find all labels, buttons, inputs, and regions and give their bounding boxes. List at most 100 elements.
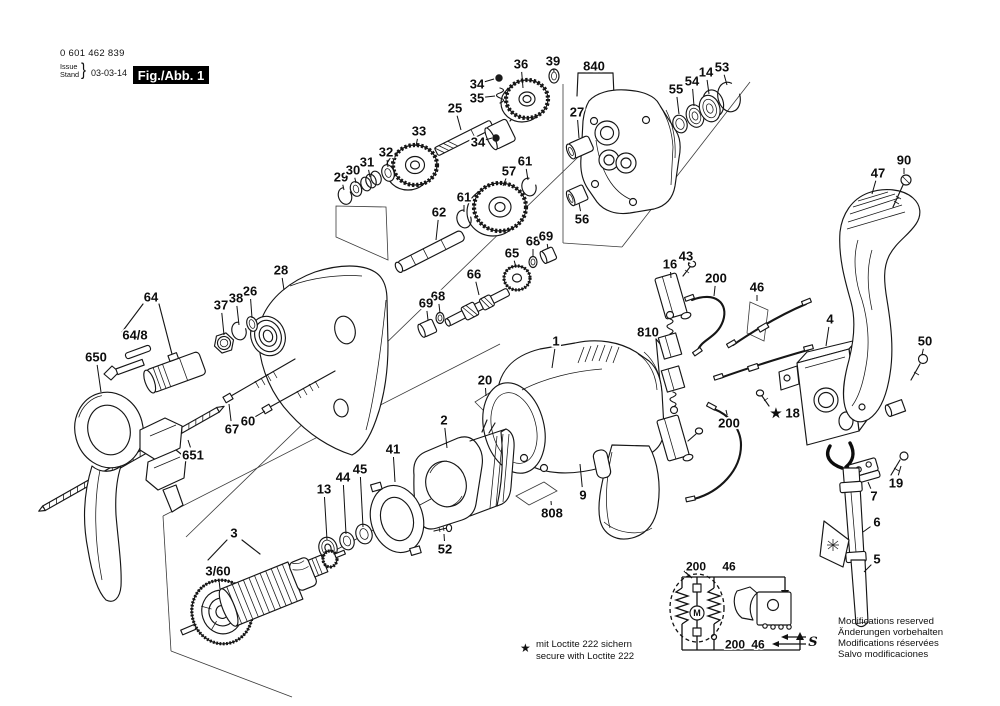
intermediate-shaft-assembly [337,68,560,205]
leader-line [706,79,710,95]
part-label-200: 200 [718,416,740,431]
part-label-19: 19 [889,476,903,491]
bracket-3 [207,539,261,561]
part-label-45: 45 [353,462,367,477]
shaft-62 [394,230,465,274]
ball-34b [492,134,500,142]
part-label-35: 35 [470,91,484,106]
part-label-3: 3 [230,526,237,541]
leader-line [713,285,716,297]
motor-housing-group [482,340,665,540]
part-label-54: 54 [685,74,700,89]
modifications-es: Salvo modificaciones [838,649,929,660]
part-label-31: 31 [360,155,374,170]
part-label-64: 64 [144,290,159,305]
leader-line [577,119,580,139]
part-label-4: 4 [826,312,834,327]
spring-31 [360,170,382,192]
part-label-25: 25 [448,101,462,116]
wire-46-b [713,344,814,381]
wire-200-top [683,293,726,357]
sleeve-69b [539,246,558,265]
leader-line [250,298,253,319]
part-label-65: 65 [505,246,519,261]
part-label-68: 68 [526,234,540,249]
washer-55 [672,114,688,134]
switch-break-symbol [683,570,693,579]
part-label-46: 46 [722,560,736,574]
leader-line [484,95,496,98]
leader-line [96,364,102,393]
leader-line [254,410,266,418]
part-label-69: 69 [419,296,433,311]
gearbox-housing [565,81,741,215]
part-label-68: 68 [431,289,445,304]
screw-52 [433,523,453,533]
part-label-62: 62 [432,205,446,220]
part-label-840: 840 [583,59,605,74]
aux-handle-group [38,391,225,602]
circlip-38 [231,321,247,341]
screw-19 [890,451,909,476]
leader-line [392,456,396,483]
washer-68b [528,255,538,269]
part-label-32: 32 [379,145,393,160]
wire-46-a [725,297,812,349]
washer-30 [349,181,363,197]
leader-line [897,465,902,476]
leader-line [415,138,418,147]
issue-label: Issue [60,62,78,71]
part-label-67: 67 [225,422,239,437]
part-label-69: 69 [539,229,553,244]
leader-line [359,476,364,528]
part-label-26: 26 [243,284,257,299]
part-label-41: 41 [386,442,400,457]
leader-line [871,180,877,195]
gear-65 [502,264,532,292]
part-label-43: 43 [679,249,693,264]
part-label-56: 56 [575,212,589,227]
tag-starburst [827,539,839,551]
leader-line [228,403,232,422]
leader-line [484,78,495,83]
issue-date: 03-03-14 [91,68,128,78]
leader-line [386,159,389,168]
washer-44 [339,531,355,551]
leader-line [579,463,583,488]
part-label-61: 61 [518,154,532,169]
field-coil-right [705,587,723,625]
part-label-46: 46 [750,280,764,295]
leader-line [921,348,924,356]
sleeve-56 [565,184,589,207]
shaft-25 [434,120,494,156]
brush-symbol-top [692,583,702,593]
switch-cable-b [844,441,855,469]
spindle-housing-group [213,265,389,456]
part-label-13: 13 [317,482,331,497]
part-label-37: 37 [214,298,228,313]
part-label-14: 14 [699,65,714,80]
leader-line [323,496,328,541]
leader-line [676,96,680,115]
part-label-6: 6 [873,515,880,530]
switch-cable-a [825,444,844,470]
brush-gear [654,260,814,503]
issue-brace: } [81,60,87,81]
leader-line [354,177,357,184]
part-label-61: 61 [457,190,471,205]
leader-line [863,564,872,573]
part-label-808: 808 [541,506,563,521]
modifications-de: Änderungen vorbehalten [838,627,944,638]
part-label-34: 34 [471,135,486,150]
figure-label-box: Fig./Abb. 1 [133,66,209,84]
handle-housing-47 [839,174,929,423]
brush-cap-b [669,405,679,415]
gear-57 [466,180,529,237]
leader-line [236,305,240,326]
modifications-en: Modifications reserved [838,616,934,627]
part-label-7: 7 [870,489,877,504]
leader-line [426,310,429,321]
grip-9 [598,444,660,540]
leader-line [521,71,524,89]
